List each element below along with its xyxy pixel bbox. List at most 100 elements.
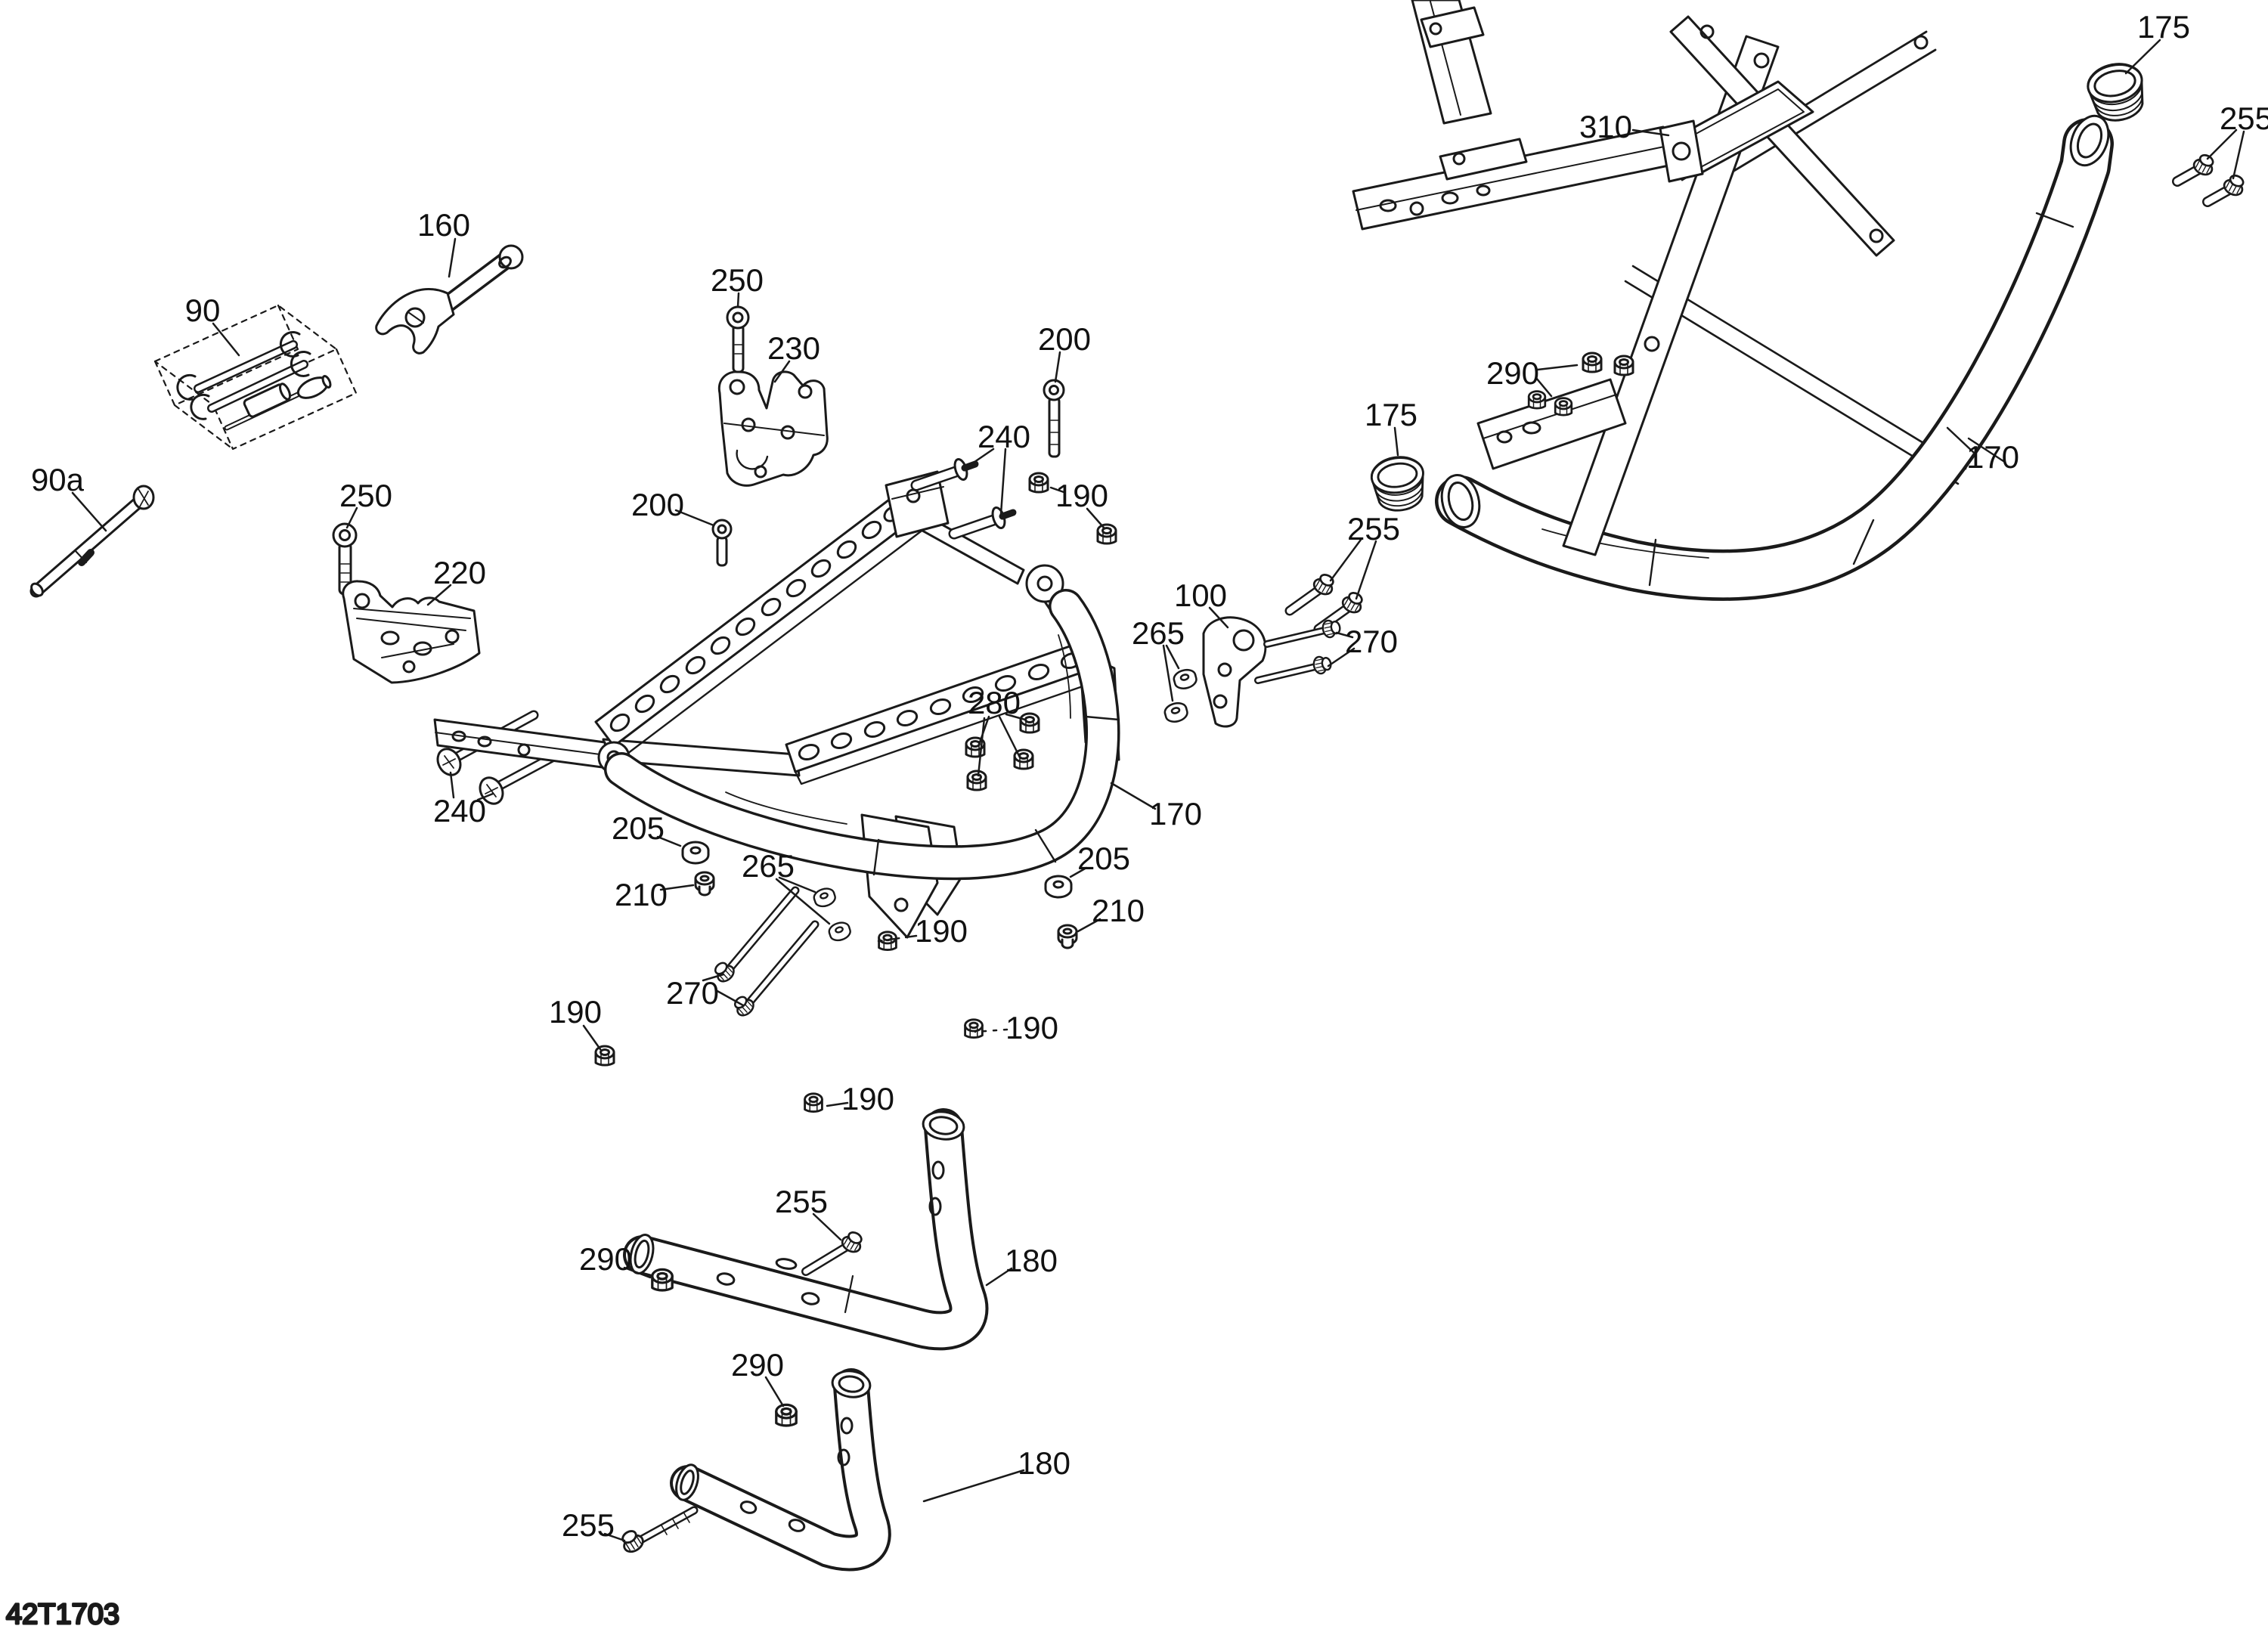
callout-210: 210	[615, 877, 695, 912]
leader-line	[1165, 644, 1180, 670]
callout-label-230: 230	[767, 330, 820, 366]
bolts-270-left	[710, 886, 820, 1020]
callout-label-190: 190	[1005, 1010, 1058, 1045]
callout-255: 255	[562, 1507, 626, 1543]
callout-190: 190	[1049, 478, 1108, 529]
washer-205	[1044, 875, 1073, 899]
callout-255: 255	[2206, 101, 2268, 180]
leader-line	[426, 584, 452, 606]
callout-label-190: 190	[1055, 478, 1108, 513]
bolts-270-right	[1254, 617, 1343, 684]
leader-line	[1086, 507, 1105, 529]
callout-180: 180	[922, 1445, 1070, 1503]
frame-post	[1411, 0, 1492, 125]
washer-205	[681, 841, 710, 865]
leader-line	[1162, 644, 1174, 702]
flange-nut-290	[1554, 397, 1573, 417]
bumper-tube-180-lower	[670, 1368, 891, 1572]
callout-label-290: 290	[731, 1347, 784, 1383]
leader-line	[985, 1267, 1013, 1287]
seat-frame-rack-170	[433, 470, 1120, 939]
callout-label-255: 255	[2220, 101, 2268, 136]
leader-line	[1110, 782, 1157, 810]
leader-line	[345, 506, 358, 529]
callout-250: 250	[711, 262, 764, 308]
leader-line	[1069, 866, 1088, 878]
leader-line	[1049, 486, 1065, 494]
leader-line	[1631, 129, 1670, 137]
bolt-255-bottom2	[617, 1506, 699, 1556]
leader-line	[773, 360, 791, 383]
leader-line	[1208, 606, 1229, 629]
callout-265: 265	[742, 848, 831, 925]
socket-tool-icon	[243, 382, 291, 418]
callout-175: 175	[2124, 9, 2190, 75]
leader-line	[778, 876, 816, 893]
leader-line	[702, 973, 725, 982]
leader-line	[1393, 426, 1399, 457]
latch-bracket-230	[717, 370, 829, 487]
flange-nut-280	[1019, 712, 1040, 734]
callout-90: 90	[185, 293, 240, 357]
leader-line	[775, 878, 831, 925]
callout-layer: 9090a16025022024025023020020024019031017…	[31, 9, 2268, 1543]
leader-line	[1355, 540, 1377, 600]
callout-label-205: 205	[1077, 841, 1130, 876]
callout-label-90a: 90a	[31, 462, 85, 497]
flange-nut-290	[1582, 352, 1603, 373]
leader-line	[71, 491, 107, 532]
flange-nut-190	[594, 1045, 615, 1067]
bolt-255-bottom1	[801, 1228, 867, 1276]
hinge-block	[885, 470, 950, 538]
callout-190: 190	[549, 994, 602, 1051]
callout-290: 290	[579, 1241, 652, 1279]
callout-190: 190	[974, 1010, 1058, 1045]
bolt-200-top	[1043, 379, 1065, 458]
callout-label-255: 255	[562, 1507, 615, 1543]
leader-line	[656, 835, 682, 847]
callout-label-255: 255	[1347, 511, 1400, 547]
leader-line	[1329, 538, 1362, 582]
flange-nut-280	[966, 770, 987, 791]
callout-label-265: 265	[1132, 615, 1185, 651]
leader-line	[2232, 130, 2245, 180]
leader-line	[963, 448, 995, 470]
pivot-ear	[1025, 564, 1064, 603]
callout-240: 240	[963, 419, 1030, 516]
callout-270: 270	[666, 973, 745, 1011]
plug-screw-210	[694, 871, 715, 897]
callout-265: 265	[1132, 615, 1185, 702]
leader-line	[998, 715, 1021, 757]
callout-255: 255	[1329, 511, 1400, 600]
flange-nut-290	[1613, 355, 1634, 376]
leader-line	[476, 792, 494, 801]
leader-line	[736, 292, 740, 308]
callout-label-200: 200	[631, 487, 684, 522]
callout-label-100: 100	[1174, 578, 1227, 613]
plug-screw-210	[1057, 924, 1078, 949]
flange-nut-290	[775, 1403, 798, 1427]
bolts-255-topright	[2172, 150, 2249, 207]
leader-line	[714, 989, 745, 1007]
hitch-beam	[1352, 119, 1704, 231]
callout-200: 200	[631, 487, 715, 527]
callout-label-210: 210	[615, 877, 668, 912]
top-tab-plate	[1439, 138, 1528, 181]
callout-label-255: 255	[775, 1184, 828, 1219]
callout-label-200: 200	[1038, 321, 1091, 357]
diagonal-strap	[1669, 15, 1895, 257]
callout-180: 180	[985, 1243, 1058, 1287]
callout-label-250: 250	[711, 262, 764, 298]
tool-kit-90	[153, 304, 358, 451]
callout-label-160: 160	[417, 207, 470, 243]
callout-250: 250	[339, 478, 392, 529]
leader-line	[826, 1101, 849, 1107]
flange-nut-290	[651, 1268, 674, 1292]
callout-240: 240	[433, 771, 494, 828]
diagram-code: 42T1703	[6, 1599, 119, 1629]
rear-frame-assembly	[1284, 0, 2249, 634]
callout-210: 210	[1077, 893, 1145, 933]
